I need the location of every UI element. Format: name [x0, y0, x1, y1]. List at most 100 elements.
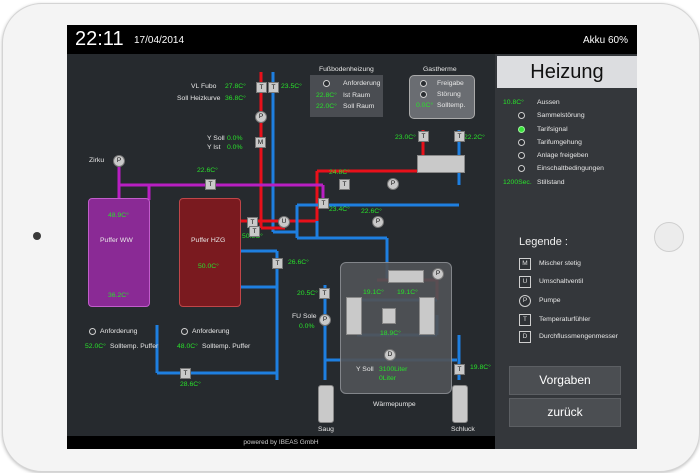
puffer-ww-anforderung-indicator	[89, 328, 96, 335]
wp-compressor-block	[388, 270, 424, 283]
puffer-ww-soll-label: Solltemp. Puffer	[110, 343, 159, 350]
mixer-fubo: M	[255, 137, 266, 148]
heat-exchanger-gas	[417, 155, 465, 173]
puffer-ww-top-temp: 48.9C°	[108, 212, 129, 219]
status-stillstand-value: 1200Sec.	[503, 179, 532, 186]
wp-valve-block	[382, 308, 396, 324]
puffer-ww-bottom-temp: 36.2C°	[108, 292, 129, 299]
pump-gas: P	[387, 178, 399, 190]
vorgaben-button[interactable]: Vorgaben	[509, 366, 621, 395]
pump-zirku: P	[113, 155, 125, 167]
sensor-266: T	[272, 258, 283, 269]
schluck-label: Schluck	[451, 426, 475, 433]
legend-mischer-icon: M	[519, 258, 531, 270]
gas-stoerung-indicator	[420, 91, 427, 98]
temp-226: 22.6C°	[197, 167, 218, 174]
umschaltventil: U	[278, 216, 290, 228]
legend-umschaltventil-icon: U	[519, 276, 531, 288]
wp-temp-191b: 19.1C°	[397, 289, 418, 296]
legend-pumpe-label: Pumpe	[539, 297, 561, 304]
status-stillstand-label: Stillstand	[537, 179, 565, 186]
legend-pumpe-icon: P	[519, 295, 531, 307]
sensor-286: T	[180, 368, 191, 379]
status-tarifumgehung-indicator	[518, 139, 525, 146]
legend-umschaltventil-label: Umschaltventil	[539, 278, 584, 285]
sensor-gas-right: T	[454, 131, 465, 142]
legend-temperaturfuehler-icon: T	[519, 314, 531, 326]
puffer-ww-tank	[88, 198, 150, 307]
camera-icon	[33, 232, 41, 240]
sensor-226: T	[205, 179, 216, 190]
fbh-anforderung-label: Anforderung	[343, 80, 381, 87]
status-sammelstoerung-indicator	[518, 112, 525, 119]
saug-probe	[318, 385, 334, 423]
y-ist-value: 0.0%	[227, 144, 243, 151]
y-soll-value: 0.0%	[227, 135, 243, 142]
puffer-ww-anforderung-label: Anforderung	[100, 328, 138, 335]
y-soll-wp-label: Y Soll	[356, 366, 374, 373]
puffer-hzg-soll-value: 48.0C°	[177, 343, 198, 350]
gas-soll-value: 0.0C°	[416, 102, 434, 109]
vl-fubo-value: 27.8C°	[225, 83, 246, 90]
clock: 22:11	[75, 28, 124, 50]
status-bar: 22:11 17/04/2014 Akku 60%	[67, 25, 637, 54]
sensor-503: T	[249, 226, 260, 237]
puffer-hzg-tank	[179, 198, 241, 307]
temp-234: 23.4C°	[329, 206, 350, 213]
pump-sole: P	[319, 314, 331, 326]
sensor-vl-fubo: T	[256, 82, 267, 93]
puffer-ww-name: Puffer WW	[100, 237, 133, 244]
pump-226b: P	[372, 216, 384, 228]
status-anlage-freigeben-indicator	[518, 152, 525, 159]
zurueck-button[interactable]: zurück	[509, 398, 621, 427]
home-button[interactable]	[654, 222, 684, 252]
fbh-title: Fußbodenheizung	[319, 66, 374, 73]
vl-fubo-label: VL Fubo	[191, 83, 217, 90]
screen: Puffer WW 48.9C° 36.2C° Puffer HZG 50.0C…	[67, 25, 637, 449]
status-anlage-freigeben-label: Anlage freigeben	[537, 152, 589, 159]
side-title: Heizung	[497, 56, 637, 88]
temp-205: 20.5C°	[297, 290, 318, 297]
flowmeter: D	[384, 349, 396, 361]
y-soll-label: Y Soll	[207, 135, 225, 142]
fbh-soll-label: Soll Raum	[343, 103, 375, 110]
status-tarifsignal-label: Tarifsignal	[537, 126, 568, 133]
wp-evaporator	[346, 297, 362, 335]
fu-sole-label: FU Sole	[292, 313, 317, 320]
temp-198: 19.8C°	[470, 364, 491, 371]
status-sammelstoerung-label: Sammelstörung	[537, 112, 585, 119]
pump-fubo: P	[255, 111, 267, 123]
fbh-anforderung-indicator	[323, 80, 330, 87]
gas-return-left-temp: 23.0C°	[395, 134, 416, 141]
puffer-hzg-soll-label: Solltemp. Puffer	[202, 343, 251, 350]
waermepumpe-label: Wärmepumpe	[373, 401, 416, 408]
sensor-gas-left: T	[418, 131, 429, 142]
gas-stoerung-label: Störung	[437, 91, 461, 98]
zirku-label: Zirku	[89, 157, 105, 164]
temp-286: 28.6C°	[180, 381, 201, 388]
sensor-205: T	[319, 288, 330, 299]
vl-right-value: 23.5C°	[281, 83, 302, 90]
temp-226b: 22.6C°	[361, 208, 382, 215]
fbh-soll-value: 22.0C°	[316, 103, 337, 110]
sensor-198: T	[454, 364, 465, 375]
legend-mischer-label: Mischer stetig	[539, 260, 581, 267]
pump-wp: P	[432, 268, 444, 280]
status-aussen-value: 10.8C°	[503, 99, 524, 106]
battery-status: Akku 60%	[582, 35, 628, 46]
fbh-ist-label: Ist Raum	[343, 92, 371, 99]
legend-temperaturfuehler-label: Temperaturfühler	[539, 316, 591, 323]
sensor-234: T	[318, 198, 329, 209]
liter-value: 0Liter	[379, 375, 397, 382]
gas-return-right-temp: 22.2C°	[464, 134, 485, 141]
fu-sole-value: 0.0%	[299, 323, 315, 330]
gas-freigabe-label: Freigabe	[437, 80, 464, 87]
y-ist-label: Y Ist	[207, 144, 221, 151]
legend-durchfluss-icon: D	[519, 331, 531, 343]
puffer-hzg-anforderung-indicator	[181, 328, 188, 335]
footer: powered by IBEAS GmbH	[67, 436, 495, 449]
soll-heizkurve-label: Soll Heizkurve	[177, 95, 221, 102]
wp-temp-191a: 19.1C°	[363, 289, 384, 296]
fbh-ist-value: 22.8C°	[316, 92, 337, 99]
status-einschaltbedingungen-indicator	[518, 165, 525, 172]
